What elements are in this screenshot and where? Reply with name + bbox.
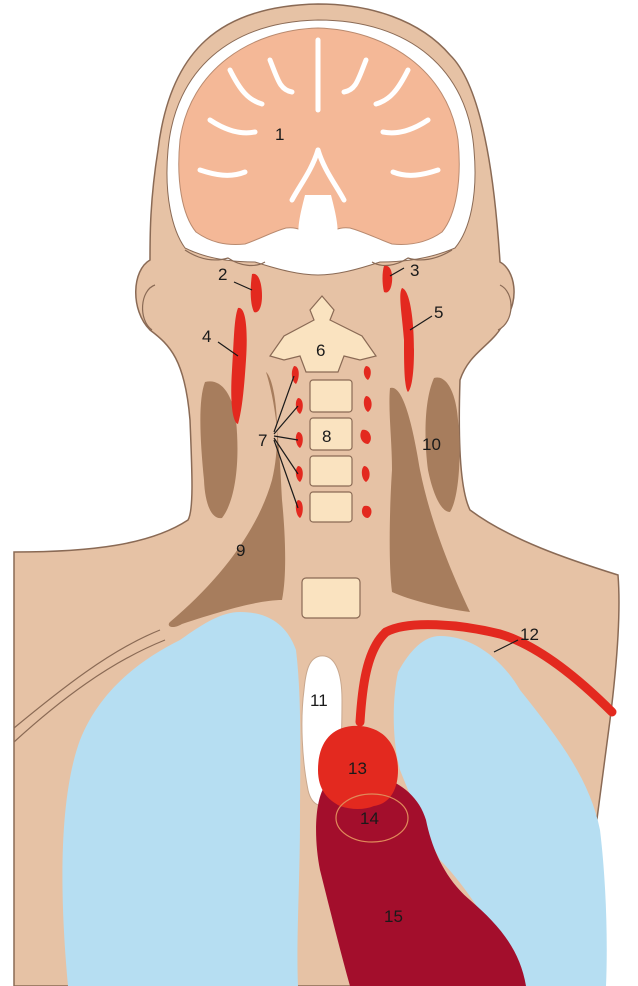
vertebra-t1 — [302, 578, 360, 618]
label-15: 15 — [384, 907, 403, 926]
label-7: 7 — [258, 431, 267, 450]
label-13: 13 — [348, 759, 367, 778]
label-1: 1 — [275, 125, 284, 144]
label-10: 10 — [422, 435, 441, 454]
brainstem-gap — [298, 195, 337, 244]
vertebra-c4 — [310, 456, 352, 486]
label-6: 6 — [316, 341, 325, 360]
label-14: 14 — [360, 809, 379, 828]
label-9: 9 — [236, 541, 245, 560]
label-4: 4 — [202, 327, 211, 346]
vertebra-c5 — [310, 492, 352, 522]
label-2: 2 — [218, 265, 227, 284]
label-8: 8 — [322, 427, 331, 446]
label-5: 5 — [434, 303, 443, 322]
label-3: 3 — [410, 261, 419, 280]
vertebra-c2 — [310, 380, 352, 412]
label-11: 11 — [310, 691, 328, 710]
label-12: 12 — [520, 625, 539, 644]
